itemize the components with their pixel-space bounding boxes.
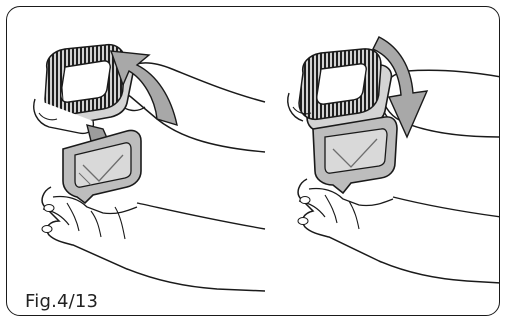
left-brush-head (44, 43, 135, 127)
illustration (33, 36, 499, 292)
right-brush-head (298, 48, 393, 132)
right-lower-head (312, 116, 398, 195)
left-lower-hand (41, 186, 266, 292)
right-panel (287, 36, 499, 284)
figure-frame: Fig.4/13 (6, 6, 500, 316)
left-lower-head (62, 129, 142, 205)
left-panel (33, 43, 266, 292)
right-down-arrow (372, 36, 429, 139)
right-lower-hand (297, 178, 499, 284)
left-rotate-arrow (109, 50, 178, 127)
figure-caption: Fig.4/13 (25, 291, 99, 312)
